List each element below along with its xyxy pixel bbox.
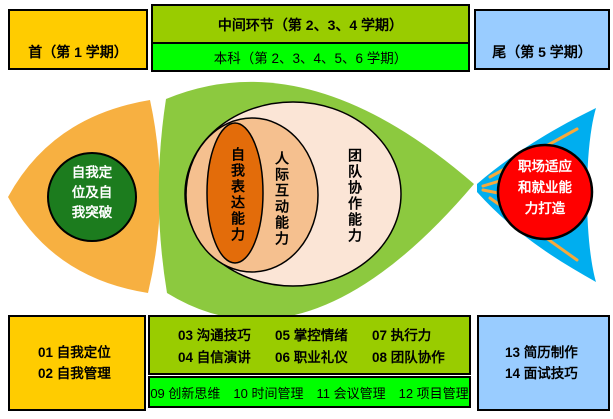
self-expression-ellipse: [206, 122, 264, 264]
module-item-05: 05 掌控情绪: [275, 328, 348, 343]
module-item-06: 06 职业礼仪: [275, 350, 348, 365]
module-item-01: 01 自我定位: [38, 345, 111, 360]
module-item-11: 11 会议管理: [316, 385, 386, 401]
stage-middle-title: 中间环节（第 2、3、4 学期）: [217, 17, 404, 33]
module-item-09: 09 创新思维: [150, 385, 221, 401]
module-middle-box: 03 沟通技巧 05 掌控情绪 07 执行力 04 自信演讲 06 职业礼仪 0…: [148, 315, 471, 375]
tail-circle-line3: 力打造: [524, 201, 566, 216]
stage-middle-subtitle-box: 本科（第 2、3、4、5、6 学期）: [151, 42, 470, 72]
tail-circle-line1: 职场适应: [518, 159, 572, 174]
self-positioning-circle: [47, 152, 137, 242]
teamwork-label: 团队协作能力: [347, 148, 363, 244]
career-readiness-circle: [496, 143, 594, 241]
module-first-box: 01 自我定位 02 自我管理: [8, 315, 146, 411]
stage-last-label: 尾（第 5 学期）: [492, 44, 592, 60]
stage-first-label: 首（第 1 学期）: [28, 44, 128, 60]
module-item-07: 07 执行力: [372, 328, 432, 343]
module-item-10: 10 时间管理: [233, 385, 304, 401]
head-circle-line1: 自我定: [71, 165, 113, 180]
stage-middle-subtitle: 本科（第 2、3、4、5、6 学期）: [213, 51, 408, 66]
module-item-04: 04 自信演讲: [178, 350, 251, 365]
module-item-13: 13 简历制作: [505, 345, 578, 360]
self-expression-label: 自我表达能力: [230, 147, 246, 243]
module-item-14: 14 面试技巧: [505, 366, 578, 381]
module-strip-box: 09 创新思维 10 时间管理 11 会议管理 12 项目管理: [148, 376, 471, 408]
tail-circle-line2: 和就业能: [518, 180, 572, 195]
interpersonal-label: 人际互动能力: [274, 151, 290, 247]
module-item-12: 12 项目管理: [398, 385, 469, 401]
module-item-08: 08 团队协作: [372, 350, 445, 365]
stage-middle-box: 中间环节（第 2、3、4 学期） 本科（第 2、3、4、5、6 学期）: [151, 4, 470, 72]
head-circle-label: 自我定 位及自 我突破: [48, 163, 136, 223]
head-circle-line2: 位及自: [71, 185, 113, 200]
module-last-box: 13 简历制作 14 面试技巧: [477, 315, 610, 411]
stage-first-box: 首（第 1 学期）: [8, 9, 148, 70]
module-item-03: 03 沟通技巧: [178, 328, 251, 343]
tail-circle-label: 职场适应 和就业能 力打造: [498, 156, 592, 219]
head-circle-line3: 我突破: [71, 205, 113, 220]
stage-last-box: 尾（第 5 学期）: [474, 9, 610, 70]
module-item-02: 02 自我管理: [38, 366, 111, 381]
